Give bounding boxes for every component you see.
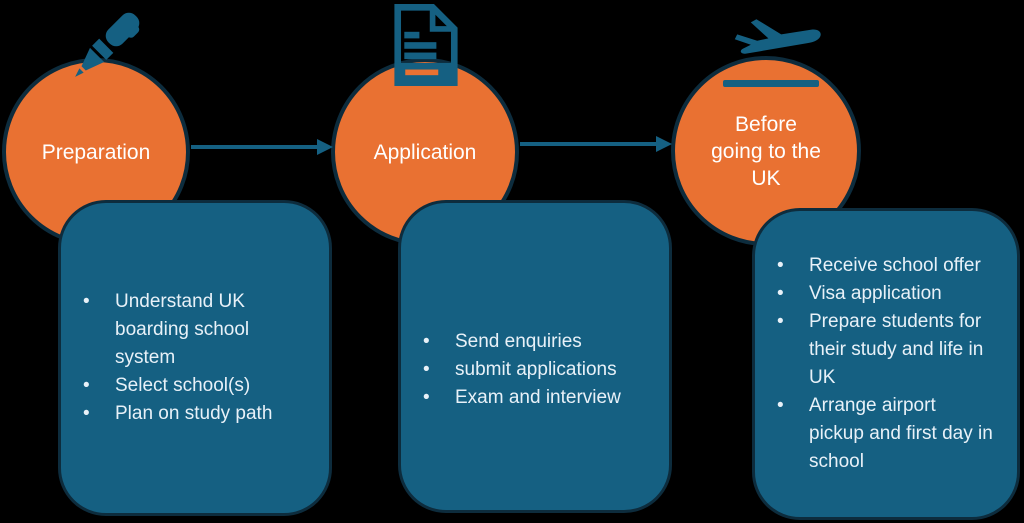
arrow-application-to-before-uk [520,136,672,152]
bullet-item: Arrange airport pickup and first day in … [755,392,993,476]
stage-label-application: Application [373,140,477,164]
stage-panel-before-uk: Receive school offerVisa applicationPrep… [752,208,1020,520]
bullet-list-preparation: Understand UK boarding school systemSele… [61,288,329,428]
stage-label-preparation: Preparation [41,140,151,164]
bullet-item: Select school(s) [61,372,305,400]
stage-panel-preparation: Understand UK boarding school systemSele… [58,200,332,516]
bullet-item: Understand UK boarding school system [61,288,305,372]
bullet-item: submit applications [401,356,645,384]
bullet-list-before-uk: Receive school offerVisa applicationPrep… [755,252,1017,476]
stage-label-before-uk: Before going to the UK [711,112,821,190]
arrow-preparation-to-application [191,139,333,155]
runway-line-icon [723,80,819,87]
airplane-takeoff-icon [734,19,821,54]
bullet-item: Exam and interview [401,384,645,412]
bullet-list-application: Send enquiriessubmit applicationsExam an… [401,328,669,412]
pen-icon [75,12,140,77]
bullet-item: Send enquiries [401,328,645,356]
stage-panel-application: Send enquiriessubmit applicationsExam an… [398,200,672,513]
document-icon [394,3,458,87]
bullet-item: Prepare students for their study and lif… [755,308,993,392]
bullet-item: Receive school offer [755,252,993,280]
bullet-item: Plan on study path [61,400,305,428]
bullet-item: Visa application [755,280,993,308]
